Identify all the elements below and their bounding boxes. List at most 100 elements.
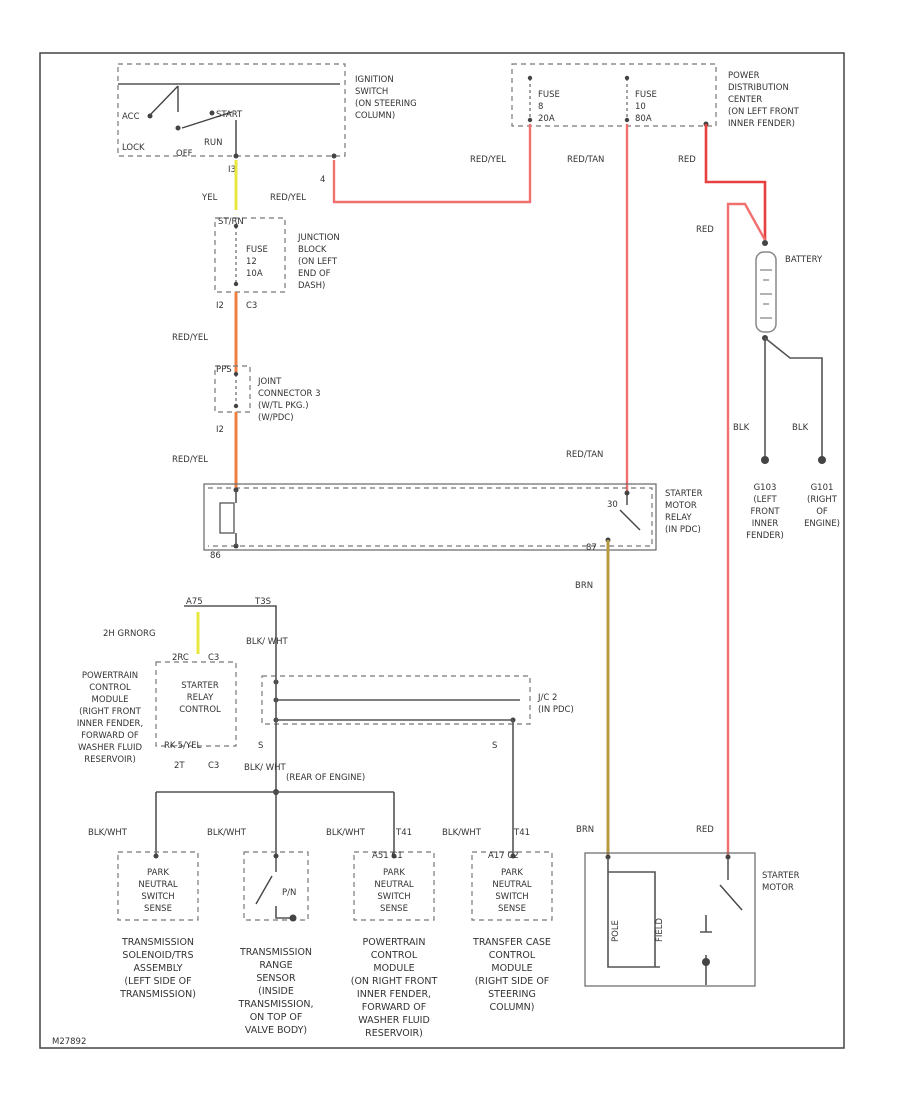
wire-blk-wht-top-label: BLK/ WHT bbox=[246, 637, 289, 647]
pcm-pin-c3: C3 bbox=[208, 653, 219, 663]
svg-text:MODULE: MODULE bbox=[92, 695, 129, 705]
motor-title-1: STARTER bbox=[762, 871, 800, 881]
wire-battery-to-starter bbox=[726, 202, 767, 855]
jb-title-4: END OF bbox=[298, 269, 331, 279]
pdc-title-1: POWER bbox=[728, 71, 760, 81]
svg-text:RESERVOIR): RESERVOIR) bbox=[365, 1028, 423, 1039]
wire-brn-top-label: BRN bbox=[575, 581, 593, 591]
pdc-fuse8-l3: 20A bbox=[538, 114, 555, 124]
svg-text:TRANSMISSION: TRANSMISSION bbox=[239, 947, 312, 958]
battery: BATTERY bbox=[755, 240, 823, 341]
ign-pos-run: RUN bbox=[204, 138, 223, 148]
pcm-ground-tag: 2H GRNORG bbox=[103, 629, 156, 639]
jc2-title-2: (IN PDC) bbox=[538, 705, 574, 715]
svg-text:PARK: PARK bbox=[147, 868, 169, 878]
svg-text:STEERING: STEERING bbox=[488, 989, 536, 1000]
svg-text:(ON RIGHT FRONT: (ON RIGHT FRONT bbox=[351, 976, 438, 987]
jc-pin-bottom: I2 bbox=[216, 425, 224, 435]
svg-text:NEUTRAL: NEUTRAL bbox=[374, 880, 414, 890]
switch-pcm-sense: BLK/WHT T41 A51 C1 PARK NEUTRAL SWITCH S… bbox=[326, 828, 437, 1039]
motor-pole: POLE bbox=[611, 920, 621, 942]
svg-text:BLK/WHT: BLK/WHT bbox=[88, 828, 128, 838]
wire-pdc-to-battery bbox=[704, 124, 767, 240]
svg-text:POWERTRAIN: POWERTRAIN bbox=[82, 671, 138, 681]
svg-text:T41: T41 bbox=[513, 828, 530, 838]
pdc-title-4: (ON LEFT FRONT bbox=[728, 107, 800, 117]
ign-pin-4: 4 bbox=[320, 175, 325, 185]
pcm-caption: POWERTRAIN CONTROL MODULE (RIGHT FRONT I… bbox=[77, 671, 143, 765]
wire-brn-bottom-label: BRN bbox=[576, 825, 594, 835]
svg-text:FORWARD OF: FORWARD OF bbox=[81, 731, 139, 741]
ign-pos-lock: LOCK bbox=[122, 143, 145, 153]
svg-text:SWITCH: SWITCH bbox=[141, 892, 174, 902]
pcm-pin-bottom: 2T bbox=[174, 761, 185, 771]
svg-text:CONTROL: CONTROL bbox=[89, 683, 131, 693]
svg-text:SWITCH: SWITCH bbox=[377, 892, 410, 902]
svg-text:SENSE: SENSE bbox=[144, 904, 172, 914]
jb-title-5: DASH) bbox=[298, 281, 325, 291]
relay-title-4: (IN PDC) bbox=[665, 525, 701, 535]
svg-text:ASSEMBLY: ASSEMBLY bbox=[133, 963, 182, 974]
svg-text:CONTROL: CONTROL bbox=[371, 950, 418, 961]
svg-text:PARK: PARK bbox=[501, 868, 523, 878]
svg-text:INNER FENDER,: INNER FENDER, bbox=[357, 989, 431, 1000]
wire-pdc-right-label: RED bbox=[678, 155, 696, 165]
svg-text:TRANSFER CASE: TRANSFER CASE bbox=[472, 937, 551, 948]
svg-text:(RIGHT: (RIGHT bbox=[807, 495, 838, 505]
svg-text:FENDER): FENDER) bbox=[746, 531, 784, 541]
svg-text:OF: OF bbox=[816, 507, 828, 517]
jb-fuse-l2: 12 bbox=[246, 257, 257, 267]
ground-g103-label: G103 (LEFT FRONT INNER FENDER) bbox=[746, 483, 784, 541]
ground-g101-dot bbox=[818, 456, 826, 464]
ign-pos-off: OFF bbox=[176, 149, 193, 159]
svg-text:ENGINE): ENGINE) bbox=[804, 519, 840, 529]
wire-ign-to-pdc-label: RED/YEL bbox=[270, 193, 306, 203]
switch-trs-range: BLK/WHT P/N TRANSMISSION RANGE SENSOR (I… bbox=[207, 828, 314, 1036]
pdc-title-5: INNER FENDER) bbox=[728, 119, 795, 129]
ign-title-2: SWITCH bbox=[355, 87, 388, 97]
wire-splice-bus bbox=[155, 791, 395, 855]
wire-pcm-top bbox=[184, 605, 277, 668]
svg-text:SWITCH: SWITCH bbox=[495, 892, 528, 902]
svg-text:(RIGHT SIDE OF: (RIGHT SIDE OF bbox=[475, 976, 550, 987]
svg-text:SENSE: SENSE bbox=[380, 904, 408, 914]
pdc-title-2: DISTRIBUTION bbox=[728, 83, 789, 93]
motor-title-2: MOTOR bbox=[762, 883, 794, 893]
junction-block: ST/RN FUSE 12 10A JUNCTION BLOCK (ON LEF… bbox=[214, 217, 340, 311]
svg-text:BLK/WHT: BLK/WHT bbox=[326, 828, 366, 838]
svg-text:RANGE: RANGE bbox=[259, 960, 292, 971]
svg-text:SOLENOID/TRS: SOLENOID/TRS bbox=[122, 950, 193, 961]
battery-label: BATTERY bbox=[785, 255, 823, 265]
pcm-inner-1: STARTER bbox=[181, 681, 219, 691]
ign-pos-start: START bbox=[216, 110, 243, 120]
jb-pin-left: I2 bbox=[216, 301, 224, 311]
svg-text:SENSE: SENSE bbox=[498, 904, 526, 914]
ground-g103-dot bbox=[761, 456, 769, 464]
starter-motor-relay: 86 30 87 STARTER MOTOR RELAY (IN PDC) bbox=[203, 483, 703, 561]
jc-title-3: (W/TL PKG.) bbox=[258, 401, 309, 411]
wire-batt-red-label: RED bbox=[696, 225, 714, 235]
jc-pin-top: PPS bbox=[216, 365, 232, 375]
svg-text:TRANSMISSION: TRANSMISSION bbox=[121, 937, 194, 948]
ign-title-4: COLUMN) bbox=[355, 111, 395, 121]
switch-tccm-sense: BLK/WHT T41 A17 C2 PARK NEUTRAL SWITCH S… bbox=[442, 828, 553, 1013]
starter-motor: POLE FIELD STARTER MOTOR bbox=[584, 852, 800, 987]
switch-tcm-trs: BLK/WHT PARK NEUTRAL SWITCH SENSE TRANSM… bbox=[88, 828, 199, 1000]
svg-text:RESERVOIR): RESERVOIR) bbox=[84, 755, 136, 765]
wire-ign-to-pdc bbox=[332, 124, 532, 204]
pcm-top-pin-b: T3S bbox=[254, 597, 271, 607]
wire-blk-wht-mid-label: BLK/ WHT bbox=[244, 763, 287, 773]
rear-engine-label: (REAR OF ENGINE) bbox=[286, 773, 365, 783]
svg-text:ON TOP OF: ON TOP OF bbox=[250, 1012, 303, 1023]
svg-text:BLK/WHT: BLK/WHT bbox=[442, 828, 482, 838]
svg-text:INNER: INNER bbox=[752, 519, 779, 529]
svg-text:SENSOR: SENSOR bbox=[256, 973, 296, 984]
svg-text:(LEFT SIDE OF: (LEFT SIDE OF bbox=[124, 976, 191, 987]
power-distribution-center: FUSE 8 20A FUSE 10 80A POWER DISTRIBUTIO… bbox=[511, 63, 800, 129]
svg-text:POWERTRAIN: POWERTRAIN bbox=[363, 937, 426, 948]
pdc-fuse10-l2: 10 bbox=[635, 102, 646, 112]
wire-joint-out-label: RED/YEL bbox=[172, 455, 208, 465]
svg-text:(INSIDE: (INSIDE bbox=[258, 986, 294, 997]
pcm-bottom-tag: RK-5/YEL bbox=[164, 741, 201, 751]
